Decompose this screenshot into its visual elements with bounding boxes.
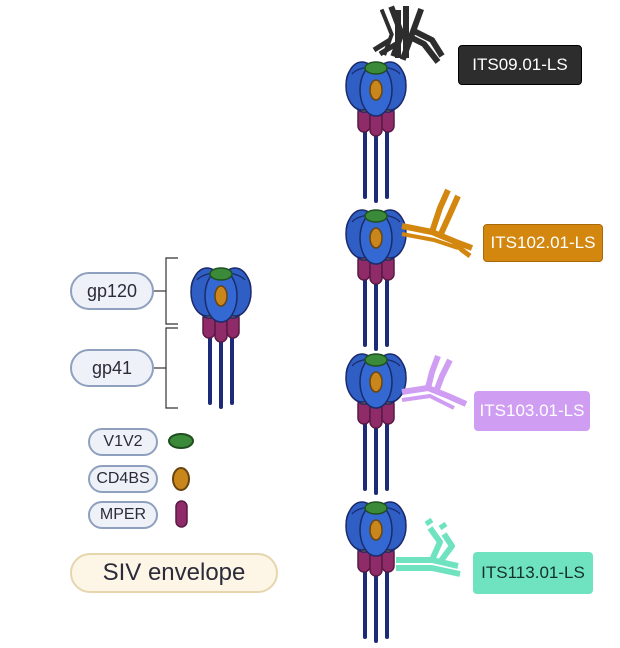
magenta-capsule-icon xyxy=(175,500,188,528)
mper-label: MPER xyxy=(88,501,158,529)
v1v2-label-text: V1V2 xyxy=(103,433,143,450)
gp120-label: gp120 xyxy=(70,272,154,310)
orange-oval-icon xyxy=(172,467,190,491)
gp120-label-text: gp120 xyxy=(86,280,138,301)
siv-envelope-title: SIV envelope xyxy=(70,553,278,593)
antibody-label-its103: ITS103.01-LS xyxy=(474,391,590,431)
antibody-label-its09: ITS09.01-LS xyxy=(458,45,582,85)
cd4bs-label: CD4BS xyxy=(88,465,158,493)
legend-env-trimer xyxy=(189,266,253,409)
antibody-label-its102: ITS102.01-LS xyxy=(483,224,603,262)
green-oval-icon xyxy=(168,433,194,449)
v1v2-label: V1V2 xyxy=(88,428,158,456)
antibody-label-its113: ITS113.01-LS xyxy=(473,552,593,594)
env-trimer-4 xyxy=(344,500,408,643)
mper-label-text: MPER xyxy=(99,506,147,523)
env-trimer-1 xyxy=(344,60,408,203)
gp41-label-text: gp41 xyxy=(91,357,133,378)
env-trimer-3 xyxy=(344,352,408,495)
antibody-label-its09-text: ITS09.01-LS xyxy=(472,55,568,74)
antibody-3 xyxy=(401,354,468,410)
env-trimer-2 xyxy=(344,208,408,351)
antibody-label-its103-text: ITS103.01-LS xyxy=(479,401,585,420)
cd4bs-label-text: CD4BS xyxy=(96,470,150,487)
antibody-4 xyxy=(396,517,461,577)
antibody-2 xyxy=(401,188,474,258)
region-brackets xyxy=(154,257,178,409)
antibody-label-its113-text: ITS113.01-LS xyxy=(481,563,585,582)
antibody-label-its102-text: ITS102.01-LS xyxy=(490,233,596,252)
gp41-label: gp41 xyxy=(70,349,154,387)
siv-envelope-title-text: SIV envelope xyxy=(102,559,246,586)
antibody-1-arm xyxy=(372,6,445,64)
